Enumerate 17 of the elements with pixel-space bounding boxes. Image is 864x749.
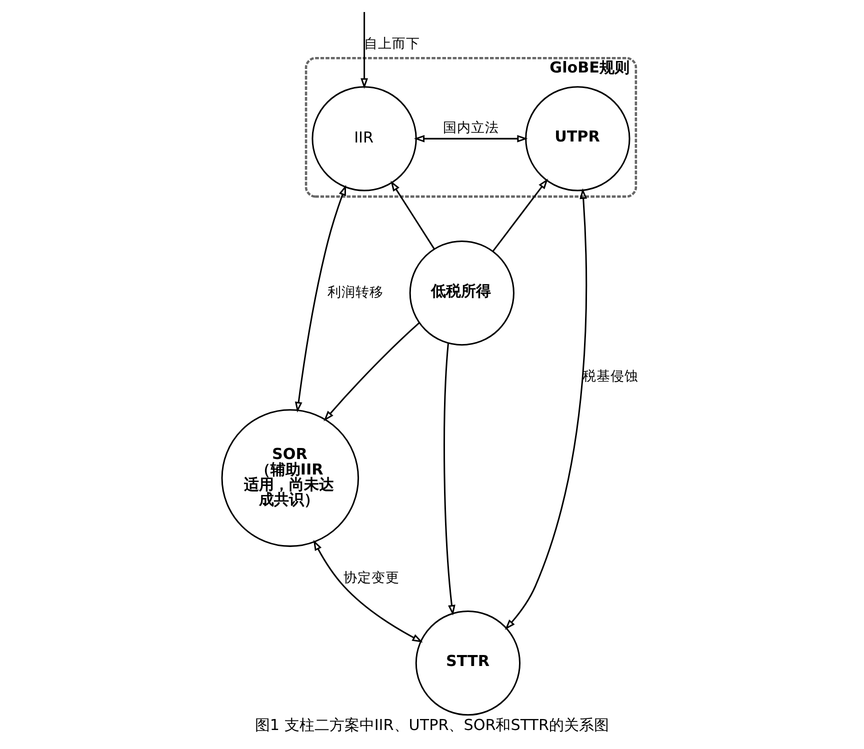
arrow — [324, 322, 420, 422]
arrow — [360, 12, 368, 89]
edge-label: 税基侵蚀 — [582, 368, 639, 385]
edge-label: 国内立法 — [442, 120, 499, 136]
node-circle: 低税所得 — [409, 240, 514, 346]
arrow — [294, 184, 346, 412]
arrow — [444, 343, 456, 616]
arrow — [313, 540, 423, 642]
edge-label: 利润转移 — [328, 284, 384, 300]
edge-label: 自上而下 — [364, 36, 420, 52]
arrow — [504, 188, 588, 630]
caption: 图1 支柱二方案中IIR、UTPR、SOR和STTR的关系图 — [254, 716, 610, 734]
arrow — [492, 178, 548, 252]
edge-label: 协定变更 — [343, 570, 400, 586]
arrow — [390, 180, 435, 250]
node-circle: STTR — [415, 610, 521, 716]
arrow — [414, 134, 528, 142]
